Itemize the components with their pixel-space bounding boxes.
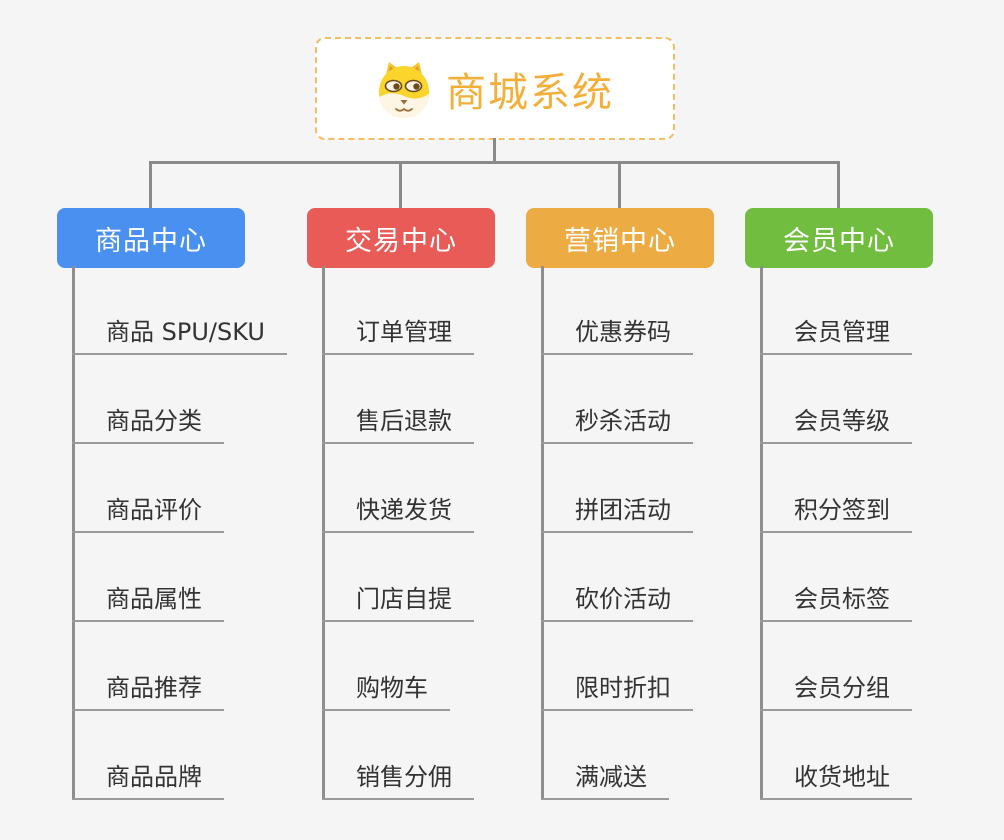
branch-header-label: 商品中心 [95, 225, 207, 257]
branch-header-member-center[interactable]: 会员中心 [745, 208, 933, 268]
branch-trade-center: 交易中心 订单管理 售后退款 快递发货 门店自提 购物车 销售分佣 [307, 208, 495, 800]
topic-item[interactable]: 秒杀活动 [541, 355, 693, 444]
topic-item[interactable]: 积分签到 [760, 444, 912, 533]
branch-marketing-center: 营销中心 优惠券码 秒杀活动 拼团活动 砍价活动 限时折扣 满减送 [526, 208, 714, 800]
branch-header-label: 营销中心 [564, 225, 676, 257]
topic-item[interactable]: 商品分类 [72, 355, 287, 444]
topic-item[interactable]: 商品品牌 [72, 711, 287, 800]
branch-trunk [72, 266, 75, 800]
topic-item[interactable]: 会员标签 [760, 533, 912, 622]
topic-item[interactable]: 售后退款 [322, 355, 474, 444]
branch-header-marketing-center[interactable]: 营销中心 [526, 208, 714, 268]
branch-trunk [322, 266, 325, 800]
topic-item[interactable]: 砍价活动 [541, 533, 693, 622]
root-node[interactable]: 商城系统 [315, 37, 675, 140]
connector-stub-2 [399, 161, 402, 208]
topic-item[interactable]: 门店自提 [322, 533, 474, 622]
topic-item[interactable]: 会员管理 [760, 266, 912, 355]
branch-header-product-center[interactable]: 商品中心 [57, 208, 245, 268]
connector-root-stub [493, 138, 496, 163]
branch-items: 会员管理 会员等级 积分签到 会员标签 会员分组 收货地址 [760, 266, 912, 800]
doge-icon [379, 61, 429, 118]
topic-item[interactable]: 销售分佣 [322, 711, 474, 800]
topic-item[interactable]: 拼团活动 [541, 444, 693, 533]
branch-header-label: 交易中心 [345, 225, 457, 257]
connector-stub-3 [618, 161, 621, 208]
root-title: 商城系统 [446, 69, 614, 116]
topic-item[interactable]: 限时折扣 [541, 622, 693, 711]
branch-product-center: 商品中心 商品 SPU/SKU 商品分类 商品评价 商品属性 商品推荐 商品品牌 [57, 208, 287, 800]
topic-item[interactable]: 会员分组 [760, 622, 912, 711]
topic-item[interactable]: 购物车 [322, 622, 474, 711]
topic-item[interactable]: 商品评价 [72, 444, 287, 533]
connector-stub-4 [837, 161, 840, 208]
branch-items: 订单管理 售后退款 快递发货 门店自提 购物车 销售分佣 [322, 266, 474, 800]
branch-items: 优惠券码 秒杀活动 拼团活动 砍价活动 限时折扣 满减送 [541, 266, 693, 800]
branch-trunk [541, 266, 544, 800]
topic-item[interactable]: 会员等级 [760, 355, 912, 444]
branch-header-label: 会员中心 [783, 225, 895, 257]
topic-item[interactable]: 优惠券码 [541, 266, 693, 355]
connector-rail [149, 161, 840, 164]
topic-item[interactable]: 商品推荐 [72, 622, 287, 711]
topic-item[interactable]: 订单管理 [322, 266, 474, 355]
branch-member-center: 会员中心 会员管理 会员等级 积分签到 会员标签 会员分组 收货地址 [745, 208, 933, 800]
topic-item[interactable]: 商品属性 [72, 533, 287, 622]
topic-item[interactable]: 快递发货 [322, 444, 474, 533]
branch-trunk [760, 266, 763, 800]
branch-items: 商品 SPU/SKU 商品分类 商品评价 商品属性 商品推荐 商品品牌 [72, 266, 287, 800]
topic-item[interactable]: 满减送 [541, 711, 693, 800]
branch-header-trade-center[interactable]: 交易中心 [307, 208, 495, 268]
topic-item[interactable]: 收货地址 [760, 711, 912, 800]
connector-stub-1 [149, 161, 152, 208]
topic-item[interactable]: 商品 SPU/SKU [72, 266, 287, 355]
